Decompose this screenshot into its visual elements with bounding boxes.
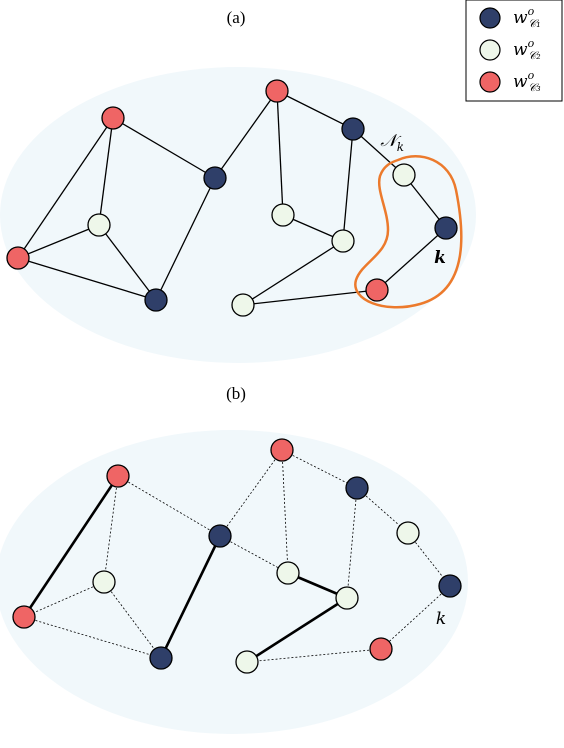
edge-n1-n2 (98, 117, 114, 226)
edge-n4-n5 (159, 535, 222, 659)
node-n6-c3 (265, 79, 289, 103)
legend-symbol: w (513, 72, 528, 92)
node-n2-c2 (87, 213, 111, 237)
edge-n6-n8 (276, 90, 354, 130)
panel-b-background (0, 430, 468, 734)
node-n12-c3 (369, 637, 393, 661)
node-n9-c2 (335, 586, 359, 610)
edge-n9-n13 (242, 240, 344, 306)
edge-n5-n6 (214, 90, 278, 179)
node-n3-c3 (12, 605, 36, 629)
edge-n8-n9 (342, 128, 354, 242)
panel-b-k-label: k (436, 609, 446, 629)
edge-n6-n7 (281, 449, 289, 574)
node-n4-c1 (144, 288, 168, 312)
node-n6-c3 (270, 438, 294, 462)
neighborhood-subscript: k (397, 140, 404, 154)
node-n1-c3 (101, 106, 125, 130)
neighborhood-outline (354, 155, 463, 309)
node-n2-c2 (92, 570, 116, 594)
legend-superscript: o (528, 69, 535, 82)
panel-b-nodes (12, 438, 462, 674)
node-n10-c2 (396, 521, 420, 545)
edge-n5-n6 (219, 449, 283, 537)
node-n13-c2 (235, 650, 259, 674)
legend-subscript: 𝒞₂ (528, 49, 540, 62)
node-n13-c2 (231, 293, 255, 317)
node-n5-c1 (203, 166, 227, 190)
node-n11-c1 (434, 216, 458, 240)
edge-n1-n2 (103, 475, 119, 583)
edge-n5-n7 (219, 535, 289, 574)
edge-n12-n13 (246, 648, 382, 663)
edge-n1-n5 (112, 117, 216, 179)
node-n8-c1 (341, 117, 365, 141)
node-n10-c2 (392, 163, 416, 187)
panel-a-label: (a) (227, 8, 246, 27)
edge-n2-n3 (17, 224, 100, 259)
edge-n4-n5 (155, 177, 216, 301)
node-n9-c2 (331, 229, 355, 253)
edge-n3-n4 (17, 257, 157, 301)
edge-n12-n13 (242, 289, 378, 306)
legend-swatch-c1 (479, 7, 501, 29)
node-n5-c1 (208, 524, 232, 548)
edge-n9-n13 (246, 596, 348, 664)
legend-swatch-c2 (479, 39, 501, 61)
node-n11-c1 (438, 574, 462, 598)
panel-b: (b) k (0, 384, 468, 734)
edge-n11-n12 (376, 227, 447, 291)
panel-a-k-label: k (434, 248, 446, 268)
legend-superscript: o (528, 5, 535, 18)
node-n12-c3 (365, 278, 389, 302)
panel-a-nodes (6, 79, 458, 317)
legend-subscript: 𝒞₃ (528, 81, 540, 94)
legend-subscript: 𝒞₁ (528, 17, 540, 30)
node-n8-c1 (345, 476, 369, 500)
node-n7-c2 (276, 561, 300, 585)
node-n1-c3 (106, 464, 130, 488)
legend-swatch-c3 (479, 71, 501, 93)
edge-n11-n12 (380, 585, 451, 650)
edge-n8-n9 (346, 487, 358, 599)
edge-n6-n7 (276, 90, 284, 216)
node-n7-c2 (271, 203, 295, 227)
edge-n1-n3 (22, 475, 120, 618)
panel-a-background (0, 67, 476, 363)
legend-symbol: w (513, 8, 528, 28)
legend-symbol: w (513, 40, 528, 60)
panel-a: (a) 𝒩k k (0, 8, 476, 363)
panel-b-label: (b) (226, 384, 246, 403)
legend-superscript: o (528, 37, 535, 50)
edge-n2-n3 (23, 581, 105, 618)
edge-n2-n4 (98, 224, 157, 301)
node-n4-c1 (149, 646, 173, 670)
edge-n1-n3 (17, 117, 114, 259)
node-n3-c3 (6, 246, 30, 270)
